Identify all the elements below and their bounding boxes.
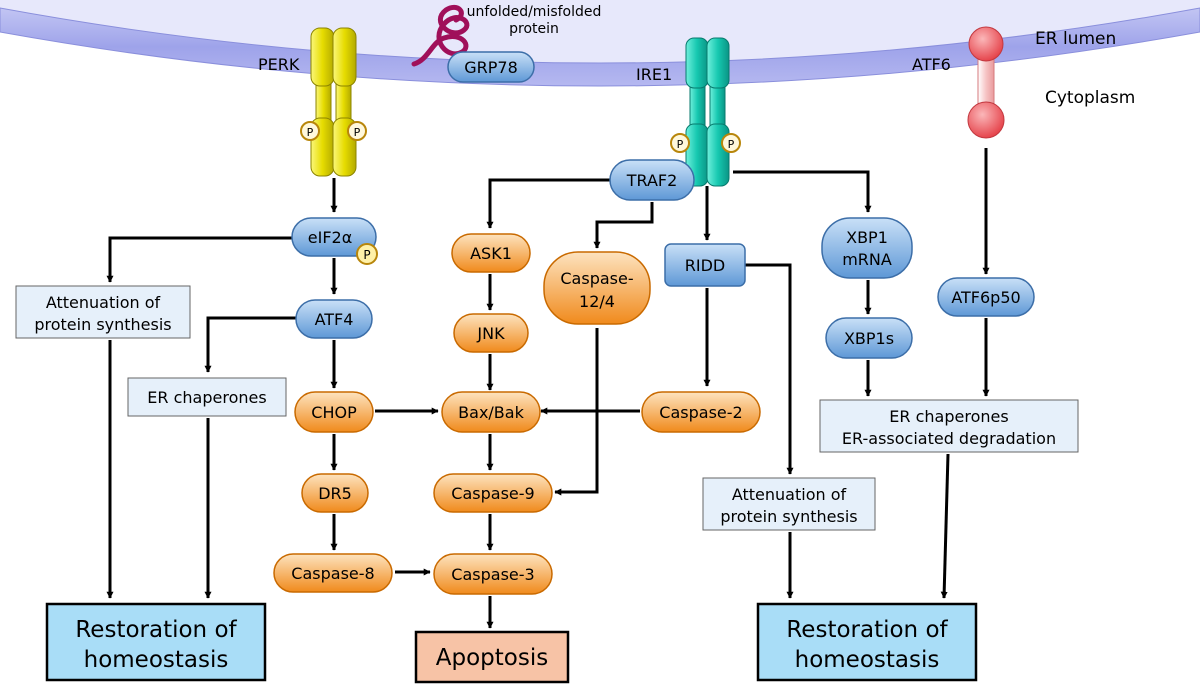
ire1-receptor bbox=[685, 37, 730, 187]
cytoplasm-label: Cytoplasm bbox=[1045, 88, 1135, 108]
node-ask1: ASK1 bbox=[451, 233, 531, 273]
phospho-label: P bbox=[728, 138, 735, 151]
eif2a-phospho bbox=[356, 243, 378, 265]
xbp1s-label: XBP1s bbox=[844, 329, 894, 348]
node-caspase3: Caspase-3 bbox=[433, 553, 553, 595]
atten-left-line2: protein synthesis bbox=[34, 315, 171, 334]
phospho-label: P bbox=[354, 126, 361, 139]
perk-phospho-left: P bbox=[300, 121, 320, 141]
node-chop: CHOP bbox=[294, 391, 374, 433]
er-lumen-label: ER lumen bbox=[1035, 29, 1116, 49]
node-xbp1-mrna: XBP1 mRNA bbox=[821, 217, 913, 279]
node-ridd: RIDD bbox=[664, 243, 746, 287]
bax-bak-label: Bax/Bak bbox=[458, 403, 524, 422]
perk-phospho-right: P bbox=[347, 121, 367, 141]
box-attenuation-right: Attenuation of protein synthesis bbox=[702, 477, 876, 531]
apoptosis-label: Apoptosis bbox=[436, 645, 548, 671]
ire1-phospho-left: P bbox=[670, 133, 690, 153]
caspase12-label-line2: 12/4 bbox=[579, 292, 615, 311]
arrow-atf4-er-chaperones bbox=[204, 316, 296, 373]
restoration-left-line2: homeostasis bbox=[84, 647, 229, 673]
atf4-label: ATF4 bbox=[315, 310, 354, 329]
arrow-ridd-attenuation bbox=[745, 263, 794, 475]
ask1-label: ASK1 bbox=[470, 244, 512, 263]
phospho-label: P bbox=[677, 138, 684, 151]
node-caspase12-4: Caspase- 12/4 bbox=[543, 251, 651, 325]
caspase2-label: Caspase-2 bbox=[659, 403, 742, 422]
unfolded-protein-coil bbox=[411, 4, 470, 67]
node-atf6p50: ATF6p50 bbox=[937, 277, 1035, 317]
box-er-chaperones-left: ER chaperones bbox=[127, 377, 287, 417]
node-xbp1s: XBP1s bbox=[825, 317, 913, 359]
unfolded-label-line2: protein bbox=[509, 21, 559, 37]
arrow-eif2a-attenuation bbox=[106, 236, 292, 283]
restoration-left-line1: Restoration of bbox=[75, 617, 237, 643]
phospho-label: P bbox=[307, 126, 314, 139]
xbp1-label-line1: XBP1 bbox=[846, 228, 888, 247]
er-chap-erad-line2: ER-associated degradation bbox=[842, 429, 1056, 448]
er-chaperones-left-label: ER chaperones bbox=[147, 388, 266, 407]
perk-label: PERK bbox=[258, 55, 300, 74]
jnk-label: JNK bbox=[476, 324, 505, 343]
node-caspase8: Caspase-8 bbox=[273, 553, 393, 593]
ire1-phospho-right: P bbox=[721, 133, 741, 153]
caspase3-label: Caspase-3 bbox=[451, 565, 534, 584]
grp78-label: GRP78 bbox=[464, 58, 518, 77]
node-dr5: DR5 bbox=[301, 473, 369, 513]
restoration-right-line1: Restoration of bbox=[786, 617, 948, 643]
perk-receptor bbox=[310, 27, 357, 177]
node-atf4: ATF4 bbox=[295, 299, 373, 339]
box-er-chaperones-erad: ER chaperones ER-associated degradation bbox=[819, 399, 1079, 453]
caspase8-label: Caspase-8 bbox=[291, 564, 374, 583]
phospho-label: P bbox=[363, 248, 370, 262]
er-chap-erad-line1: ER chaperones bbox=[889, 407, 1008, 426]
node-jnk: JNK bbox=[453, 313, 529, 353]
eif2a-label: eIF2α bbox=[308, 228, 353, 247]
atf6-label: ATF6 bbox=[912, 55, 951, 74]
outcome-restoration-left: Restoration of homeostasis bbox=[45, 602, 267, 682]
caspase12-label-line1: Caspase- bbox=[560, 269, 633, 288]
arrow-erad-restoration bbox=[940, 453, 950, 599]
node-caspase9: Caspase-9 bbox=[433, 473, 553, 513]
connectors bbox=[106, 148, 990, 629]
box-attenuation-left: Attenuation of protein synthesis bbox=[15, 285, 191, 339]
er-membrane bbox=[0, 0, 1200, 87]
node-traf2: TRAF2 bbox=[609, 159, 695, 201]
ire1-label: IRE1 bbox=[636, 65, 672, 84]
arrow-traf2-ask1 bbox=[486, 178, 610, 229]
outcome-restoration-right: Restoration of homeostasis bbox=[756, 602, 978, 682]
arrow-ire1-xbp1 bbox=[733, 170, 872, 213]
atf6-receptor bbox=[967, 26, 1005, 139]
outcome-apoptosis: Apoptosis bbox=[414, 630, 570, 684]
dr5-label: DR5 bbox=[318, 484, 352, 503]
chop-label: CHOP bbox=[311, 403, 357, 422]
atten-right-line1: Attenuation of bbox=[732, 485, 847, 504]
arrow-caspase12-caspase9 bbox=[554, 328, 599, 496]
node-caspase2: Caspase-2 bbox=[641, 391, 761, 433]
atf6p50-label: ATF6p50 bbox=[951, 288, 1020, 307]
node-eif2a: eIF2α P bbox=[291, 217, 378, 265]
grp78-node bbox=[447, 51, 535, 83]
xbp1-label-line2: mRNA bbox=[842, 250, 892, 269]
atten-left-line1: Attenuation of bbox=[46, 293, 161, 312]
node-bax-bak: Bax/Bak bbox=[441, 391, 541, 433]
traf2-label: TRAF2 bbox=[626, 171, 678, 190]
ridd-label: RIDD bbox=[685, 256, 725, 275]
caspase9-label: Caspase-9 bbox=[451, 484, 534, 503]
arrow-traf2-caspase12 bbox=[593, 202, 654, 249]
atten-right-line2: protein synthesis bbox=[720, 507, 857, 526]
unfolded-label-line1: unfolded/misfolded bbox=[467, 4, 602, 20]
restoration-right-line2: homeostasis bbox=[795, 647, 940, 673]
